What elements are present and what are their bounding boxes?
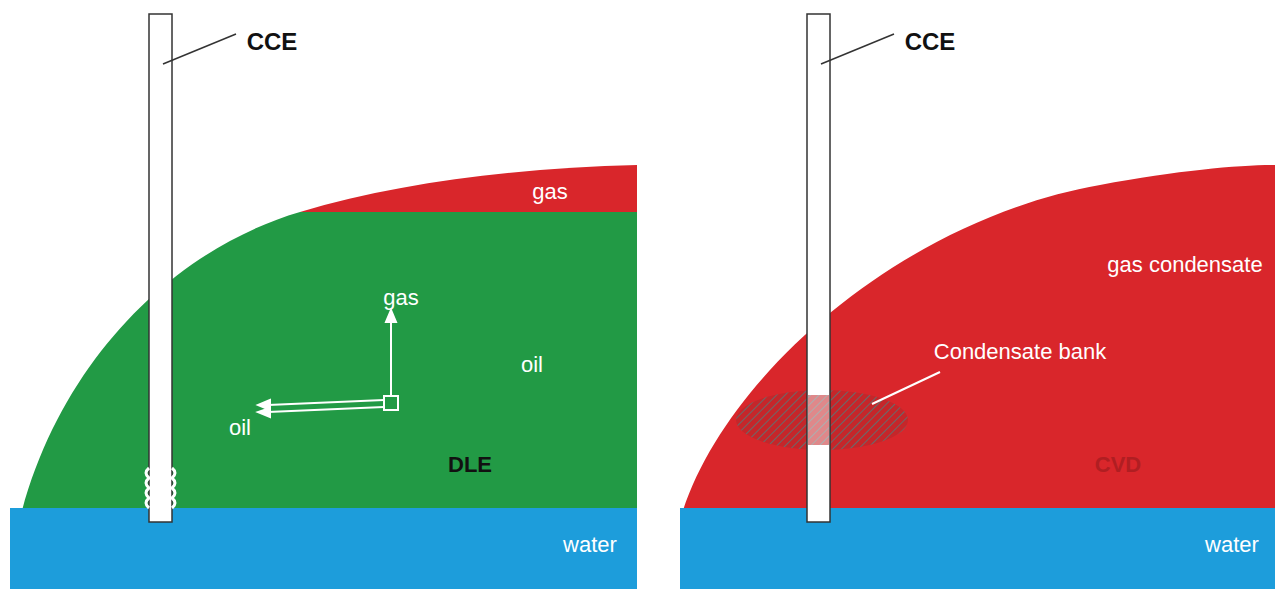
gas-cap (300, 165, 637, 212)
flow-arrows (258, 310, 396, 417)
fluid-element (384, 396, 398, 410)
leader-line (872, 372, 940, 404)
flow-label: oil (229, 416, 251, 440)
oil-zone (15, 212, 637, 540)
perforations (146, 468, 175, 508)
well-pipe (149, 14, 172, 522)
water-zone (10, 508, 637, 589)
gas-condensate-zone (680, 165, 1275, 520)
method-label: CVD (1095, 453, 1141, 477)
zone-label: gas (532, 180, 567, 204)
leader-line (163, 34, 236, 64)
callout-label: Condensate bank (934, 340, 1106, 364)
well-label: CCE (905, 29, 956, 55)
well-pipe (807, 14, 830, 522)
perforation-hatch (808, 395, 829, 445)
zone-label: water (1205, 533, 1259, 557)
zone-label: gas condensate (1107, 253, 1262, 277)
leader-line (821, 34, 894, 64)
water-zone (680, 508, 1275, 589)
zone-label: oil (521, 353, 543, 377)
method-label: DLE (448, 453, 492, 477)
zone-label: water (563, 533, 617, 557)
well-label: CCE (247, 29, 298, 55)
flow-label: gas (383, 286, 418, 310)
